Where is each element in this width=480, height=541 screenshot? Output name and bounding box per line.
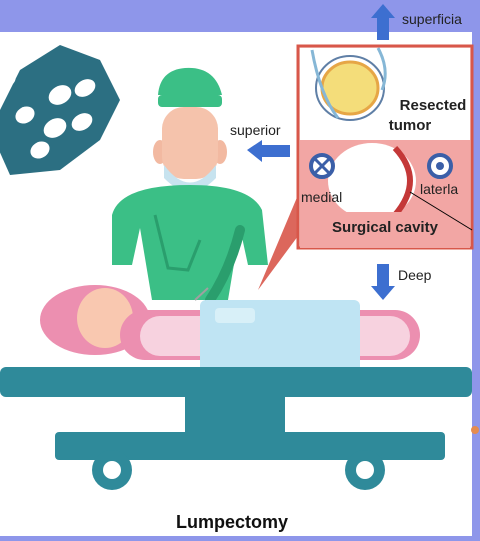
resected-tumor-label-1: Resected — [400, 97, 467, 114]
superficial-label: superficia — [402, 11, 462, 27]
cross-circle-icon — [311, 155, 333, 177]
dot-circle-icon — [429, 155, 451, 177]
surgical-cavity-label: Surgical cavity — [332, 219, 439, 236]
resected-tumor-label-2: tumor — [389, 117, 432, 134]
caption-lumpectomy: Lumpectomy — [176, 512, 288, 532]
medial-label: medial — [301, 189, 342, 205]
deep-label: Deep — [398, 267, 432, 283]
superior-label: superior — [230, 122, 281, 138]
lateral-label: laterla — [420, 181, 458, 197]
